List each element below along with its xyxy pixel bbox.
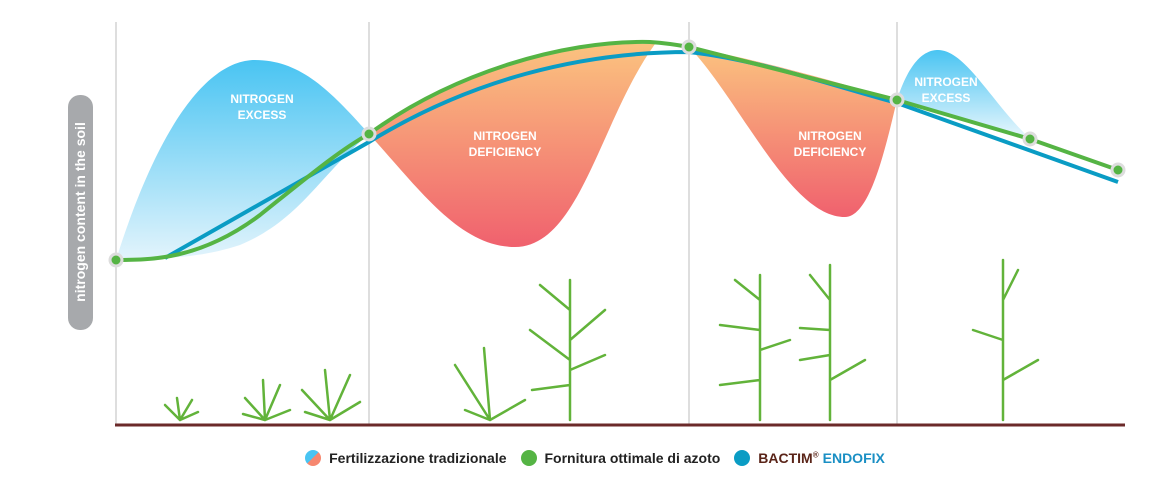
excess-region-2 [897, 50, 1030, 139]
svg-text:nitrogen content in the soil: nitrogen content in the soil [72, 122, 88, 302]
grid-lines [115, 22, 898, 425]
y-axis-label: nitrogen content in the soil [68, 95, 93, 330]
data-points [108, 39, 1126, 268]
legend-brand-endofix: ENDOFIX [822, 450, 885, 466]
legend-traditional: Fertilizzazione tradizionale [329, 450, 507, 466]
region-label: DEFICIENCY [469, 145, 542, 159]
excess-region-1 [116, 60, 369, 260]
legend-optimal: Fornitura ottimale di azoto [544, 450, 721, 466]
legend-brand: BACTIM® [758, 450, 819, 466]
bactim-legend-icon [734, 450, 751, 466]
region-label: EXCESS [238, 108, 287, 122]
optimal-legend-icon [520, 450, 537, 466]
region-label: NITROGEN [914, 75, 977, 89]
region-label: NITROGEN [230, 92, 293, 106]
region-label: NITROGEN [798, 129, 861, 143]
region-label: NITROGEN [473, 129, 536, 143]
plants [163, 258, 1040, 422]
region-label: EXCESS [922, 91, 971, 105]
deficiency-region-1 [369, 43, 655, 247]
traditional-legend-icon [305, 450, 322, 466]
legend: Fertilizzazione tradizionale Fornitura o… [0, 450, 1176, 466]
optimal-nitrogen-line [115, 39, 1119, 262]
region-label: DEFICIENCY [794, 145, 867, 159]
